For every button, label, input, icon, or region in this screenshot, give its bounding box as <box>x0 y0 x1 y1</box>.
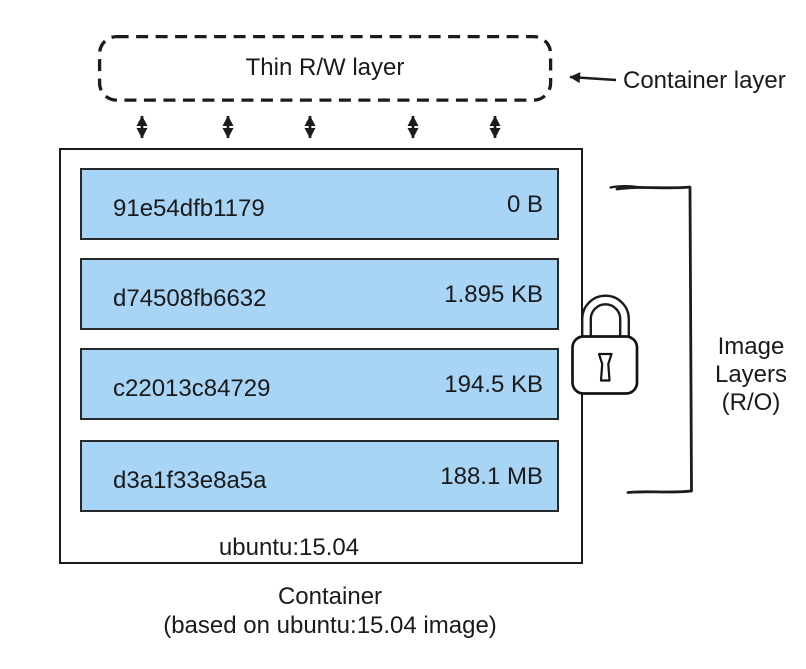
image-layers-line: Layers <box>714 361 788 388</box>
layer-size: 0 B <box>506 191 543 218</box>
base-image-label: ubuntu:15.04 <box>218 534 360 561</box>
keyhole <box>597 352 613 382</box>
container-box: 91e54dfb1179 0 B d74508fb6632 1.895 KB c… <box>59 148 583 564</box>
image-layers-line: Image <box>717 333 785 360</box>
image-layer-row: c22013c84729 194.5 KB <box>80 348 559 420</box>
image-layers-line: (R/O) <box>721 389 781 416</box>
layer-id: d74508fb6632 <box>113 285 267 312</box>
image-layer-row: d3a1f33e8a5a 188.1 MB <box>80 440 559 512</box>
diagram-caption: Container (based on ubuntu:15.04 image) <box>61 582 599 640</box>
layer-id: 91e54dfb1179 <box>113 195 265 222</box>
layer-id: d3a1f33e8a5a <box>113 467 267 494</box>
layer-size: 1.895 KB <box>444 281 543 308</box>
thin-rw-layer-label: Thin R/W layer <box>245 54 405 81</box>
layer-size: 194.5 KB <box>444 371 543 398</box>
caption-line: Container <box>277 583 383 610</box>
container-layer-arrow <box>569 72 617 84</box>
caption-line: (based on ubuntu:15.04 image) <box>163 612 497 639</box>
image-layer-row: d74508fb6632 1.895 KB <box>80 258 559 330</box>
image-layers-bracket <box>609 185 693 494</box>
layer-id: c22013c84729 <box>113 375 271 402</box>
image-layers-label: Image Layers (R/O) <box>693 333 806 417</box>
bidirectional-arrows <box>136 115 501 139</box>
image-layer-row: 91e54dfb1179 0 B <box>80 168 559 240</box>
container-layer-label: Container layer <box>623 67 786 94</box>
layer-size: 188.1 MB <box>440 463 543 490</box>
